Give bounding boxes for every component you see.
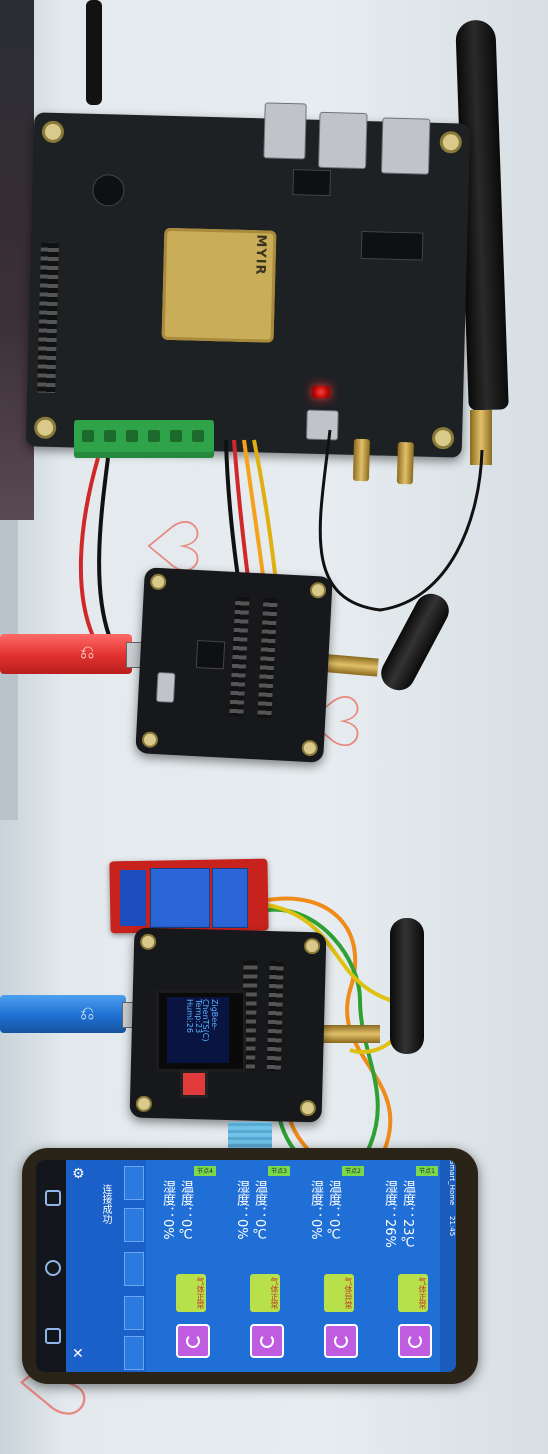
usb-cable-blue: ⎌ [0,995,126,1033]
gas-status: 气体正常 [176,1274,206,1312]
relay-box [150,868,210,928]
reset-button [180,1070,208,1098]
gas-status: 气体正常 [398,1274,428,1312]
close-icon[interactable]: ✕ [72,1346,84,1362]
zigbee-coordinator-board [135,567,333,763]
mount-hole [301,739,319,757]
cc2530-chip [195,640,226,670]
android-nav-bar [36,1160,66,1372]
oled-screen [167,997,229,1063]
mount-hole [141,731,159,749]
lamp-icon[interactable] [176,1324,210,1358]
power-cable [86,0,102,105]
mount-hole [439,130,463,154]
card-tag: 节点1 [416,1166,438,1176]
chip [292,169,332,197]
side-switch[interactable] [124,1252,144,1286]
nav-menu-icon[interactable] [45,1190,61,1206]
som-module: MYIR [161,227,277,343]
smartphone: ⚙ ✕ 连接成功 节点4 温度：0℃ 湿度：0% 气体正常 节点3 温度：0℃ … [22,1148,478,1384]
chip [92,173,125,207]
som-brand: MYIR [252,234,269,276]
side-switch[interactable] [124,1296,144,1330]
lamp-icon[interactable] [250,1324,284,1358]
relay-box [212,868,248,928]
nav-home-icon[interactable] [45,1260,61,1276]
usb-icon: ⎌ [80,642,95,663]
node-card: 节点4 温度：0℃ 湿度：0% 气体正常 [152,1164,218,1364]
screw-terminal [120,870,146,926]
usb-cable-red: ⎌ [0,634,132,674]
mount-hole [41,120,65,144]
gps-module [305,409,339,441]
nav-back-icon[interactable] [45,1328,61,1344]
side-switch[interactable] [124,1208,144,1242]
status-led [312,386,330,398]
gpio-header [37,242,60,393]
app-sidebar: ⚙ ✕ 连接成功 [66,1160,146,1372]
chip [360,230,424,261]
oled-line-2: Temp:23 Humi:26 [185,999,203,1034]
side-switch[interactable] [124,1166,144,1200]
usb-port [380,117,431,175]
card-tag: 节点4 [194,1166,216,1176]
gas-status: 气体正常 [250,1274,280,1312]
oled-display: ZigBee-ChenTS(C) Temp:23 Humi:26 [156,990,246,1072]
zigbee-antenna [390,918,424,1054]
card-tag: 节点3 [268,1166,290,1176]
lamp-icon[interactable] [324,1324,358,1358]
mount-hole [303,937,321,955]
side-switch[interactable] [124,1336,144,1370]
sma-connector [396,441,414,485]
mount-hole [149,573,167,591]
pin-header [266,961,284,1072]
phone-screen: ⚙ ✕ 连接成功 节点4 温度：0℃ 湿度：0% 气体正常 节点3 温度：0℃ … [36,1160,456,1372]
antenna-sma-connector [320,1025,380,1043]
mount-hole [309,581,327,599]
node-card: 节点3 温度：0℃ 湿度：0% 气体正常 [226,1164,292,1364]
humidity-value: 湿度：0% [234,1180,249,1240]
oled-line-1: ZigBee-ChenTS(C) [201,999,219,1042]
mount-hole [431,426,455,450]
antenna-sma-connector [470,410,492,465]
clock: 21:45 [448,1215,456,1236]
mount-hole [299,1099,317,1117]
myir-dev-board: MYIR [25,102,471,485]
ethernet-port [318,111,368,170]
humidity-value: 湿度：26% [382,1180,397,1248]
temperature-value: 温度：0℃ [326,1180,341,1243]
humidity-value: 湿度：0% [160,1180,175,1240]
card-tag: 节点2 [342,1166,364,1176]
slide-switch [155,672,176,703]
node-card: 节点2 温度：0℃ 湿度：0% 气体异常 [300,1164,366,1364]
status-bar: Smart_Home 21:45 [440,1160,456,1372]
app-name: Smart_Home [448,1160,456,1206]
gear-icon[interactable]: ⚙ [72,1166,85,1182]
pin-header [257,597,278,719]
mount-hole [135,1095,153,1113]
usb-icon: ⎌ [80,1003,95,1024]
mount-hole [139,933,157,951]
temperature-value: 温度：23℃ [400,1180,415,1251]
gas-status: 气体异常 [324,1274,354,1312]
pin-header [229,595,250,717]
humidity-value: 湿度：0% [308,1180,323,1240]
ethernet-port [263,102,307,160]
mount-hole [33,416,57,440]
temperature-value: 温度：0℃ [252,1180,267,1243]
temperature-value: 温度：0℃ [178,1180,193,1243]
lamp-icon[interactable] [398,1324,432,1358]
sma-connector [352,438,371,482]
connection-status: 连接成功 [100,1184,111,1224]
node-card: 节点1 温度：23℃ 湿度：26% 气体正常 [374,1164,440,1364]
terminal-block [74,420,214,458]
